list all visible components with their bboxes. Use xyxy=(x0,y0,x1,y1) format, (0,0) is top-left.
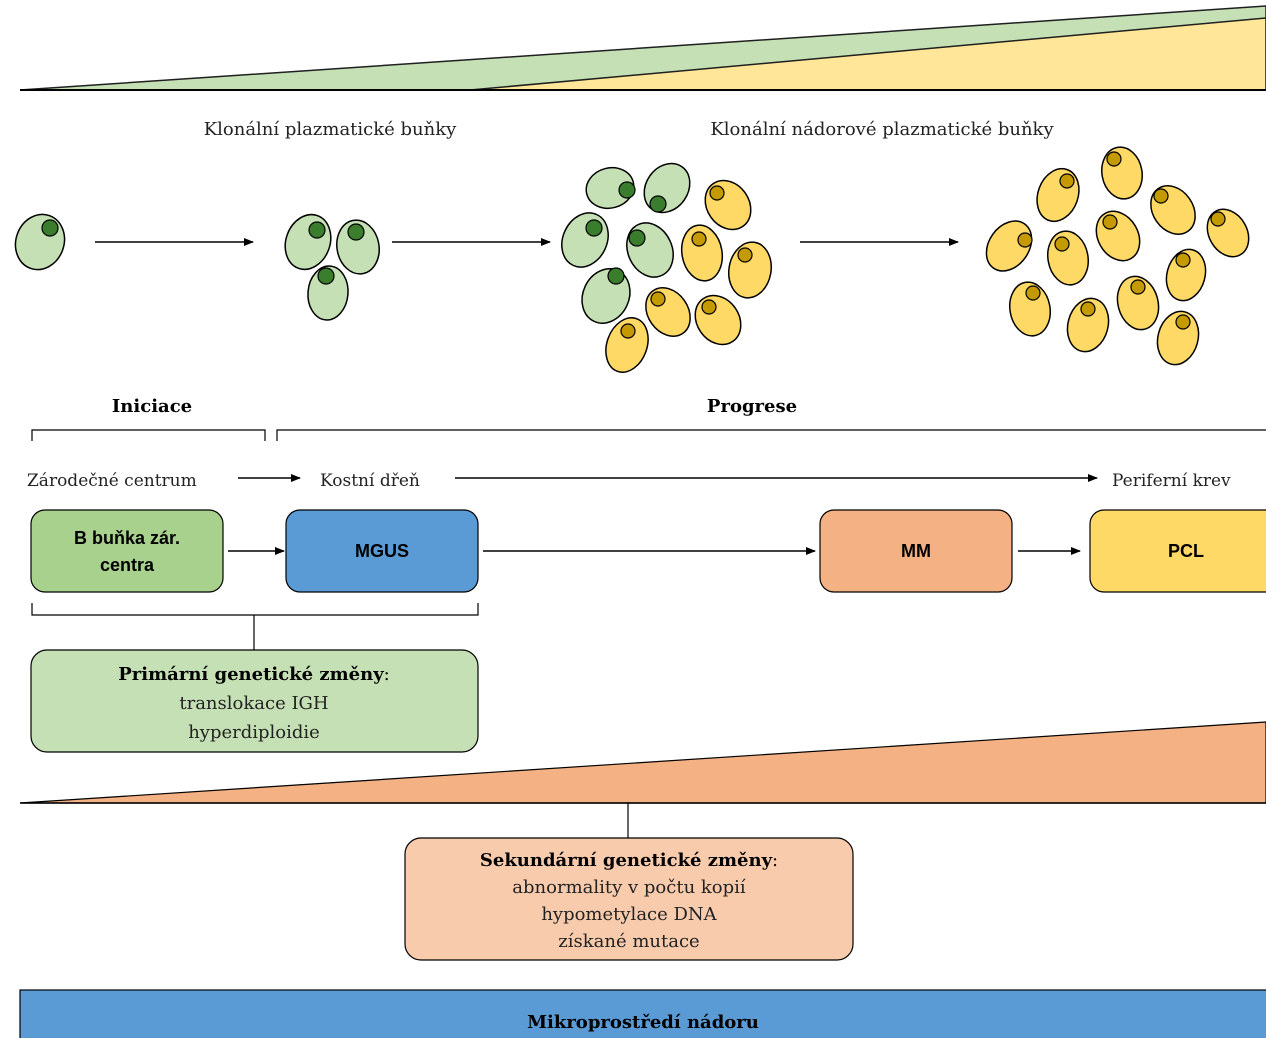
cell-group-single xyxy=(14,213,66,271)
mgus-stage: MGUS xyxy=(285,509,479,593)
tumor-cell xyxy=(1047,230,1089,286)
tumor-cell xyxy=(1009,281,1051,337)
tumor-cell xyxy=(704,179,752,231)
tumor-cell xyxy=(1036,167,1080,223)
secondary-change-item: hypometylace DNA xyxy=(541,904,717,925)
normal-cell xyxy=(307,265,349,321)
microenvironment-label: Mikroprostředí nádoru xyxy=(527,1012,759,1033)
tumor-cell xyxy=(694,294,742,346)
secondary-change-item: abnormality v počtu kopií xyxy=(512,877,746,898)
germinal-center-label: Zárodečné centrum xyxy=(27,471,197,491)
tumor-cell xyxy=(1206,208,1250,258)
tumor-cell xyxy=(985,220,1033,272)
clonal-tumor-plasma-cells-label: Klonální nádorové plazmatické buňky xyxy=(710,119,1054,140)
normal-cell xyxy=(643,162,691,214)
cell-group-tumor xyxy=(985,146,1250,366)
b-cell-label-line2: centra xyxy=(100,555,155,575)
microenvironment-bar: Mikroprostředí nádoru xyxy=(19,989,1266,1038)
peripheral-blood-label: Periferní krev xyxy=(1112,471,1231,491)
secondary-changes-box: Sekundární genetické změny: abnormality … xyxy=(404,837,854,961)
mm-stage: MM xyxy=(819,509,1013,593)
bottom-wedge xyxy=(19,721,1266,804)
secondary-change-item: získané mutace xyxy=(558,931,699,952)
tumor-cell xyxy=(680,224,724,282)
pcl-label: PCL xyxy=(1168,541,1204,561)
initiation-bracket xyxy=(31,429,266,441)
tumor-cell xyxy=(1165,248,1207,302)
normal-cell xyxy=(581,267,631,324)
primary-change-item: translokace IGH xyxy=(179,693,328,714)
svg-text:Sekundární genetické změny:: Sekundární genetické změny: xyxy=(480,850,778,871)
tumor-cell xyxy=(1156,310,1200,366)
cell-group-mixed xyxy=(561,162,772,373)
normal-cell xyxy=(336,219,380,275)
initiation-label: Iniciace xyxy=(112,396,192,417)
normal-cell xyxy=(585,166,636,210)
clonal-plasma-cells-label: Klonální plazmatické buňky xyxy=(204,119,457,140)
progression-label: Progrese xyxy=(707,396,797,417)
cell-group-three xyxy=(284,213,380,321)
primary-changes-title: Primární genetické změny xyxy=(118,664,384,685)
tumor-cell xyxy=(1095,210,1141,262)
progression-bracket xyxy=(276,429,1266,441)
mm-label: MM xyxy=(901,541,931,561)
normal-cell xyxy=(14,213,66,271)
tumor-cell xyxy=(1116,275,1160,331)
normal-cell xyxy=(626,222,674,278)
tumor-cell xyxy=(728,241,772,299)
tumor-cell xyxy=(1066,297,1110,353)
normal-cell xyxy=(561,212,609,268)
primary-bracket xyxy=(31,603,479,616)
normal-cell xyxy=(284,213,332,271)
pcl-stage: PCL xyxy=(1089,509,1266,593)
primary-changes-box: Primární genetické změny: translokace IG… xyxy=(30,649,479,753)
svg-text:Primární genetické změny:: Primární genetické změny: xyxy=(118,664,389,685)
tumor-cell xyxy=(1101,146,1143,200)
tumor-cell xyxy=(1150,185,1196,235)
bone-marrow-label: Kostní dřeň xyxy=(320,471,420,491)
b-cell-stage: B buňka zár. centra xyxy=(30,509,224,593)
mgus-label: MGUS xyxy=(355,541,409,561)
tumor-cell xyxy=(645,287,691,337)
secondary-changes-colon: : xyxy=(772,850,778,871)
secondary-changes-title: Sekundární genetické změny xyxy=(480,850,773,871)
primary-changes-colon: : xyxy=(384,664,390,685)
top-wedges xyxy=(19,5,1266,91)
b-cell-label-line1: B buňka zár. xyxy=(74,528,180,548)
tumor-cell xyxy=(605,317,649,373)
primary-change-item: hyperdiploidie xyxy=(188,722,320,743)
